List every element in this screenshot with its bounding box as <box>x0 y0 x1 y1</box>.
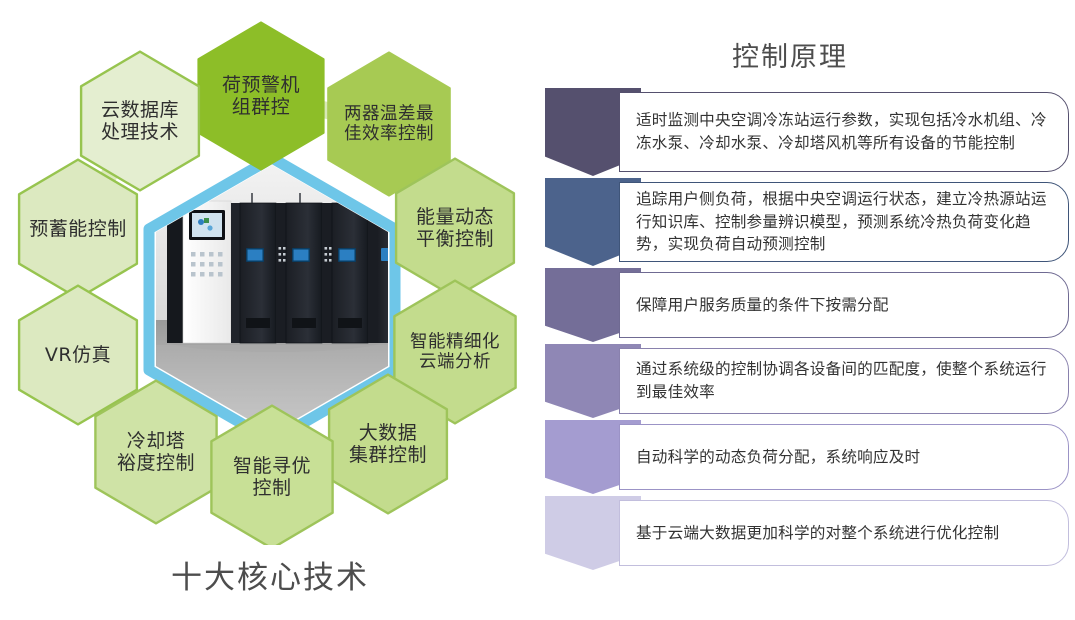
hexagon-diagram-svg <box>17 21 517 545</box>
hexagon-node[interactable] <box>327 51 451 197</box>
right-panel-title: 控制原理 <box>732 42 848 73</box>
core-technologies-panel: 荷预警机 组群控云数据库 处理技术两器温差最 佳效率控制预蓄能控制能量动态 平衡… <box>0 0 540 596</box>
hexagon-node[interactable] <box>394 157 516 299</box>
hexagon-nodes <box>17 21 517 545</box>
hexagon-node[interactable] <box>17 158 139 300</box>
control-principle-step[interactable]: 保障用户服务质量的条件下按需分配 <box>545 268 1075 342</box>
hexagon-diagram: 荷预警机 组群控云数据库 处理技术两器温差最 佳效率控制预蓄能控制能量动态 平衡… <box>0 0 540 545</box>
control-principle-step-box: 自动科学的动态负荷分配，系统响应及时 <box>619 424 1069 490</box>
chevron-arrow-icon <box>545 420 641 494</box>
chevron-arrow-icon <box>545 178 641 266</box>
control-principle-step-list: 适时监测中央空调冷冻站运行参数，实现包括冷水机组、冷冻水泵、冷却水泵、冷却塔风机… <box>545 88 1075 572</box>
control-principle-panel: 控制原理 适时监测中央空调冷冻站运行参数，实现包括冷水机组、冷冻水泵、冷却水泵、… <box>540 0 1075 620</box>
chevron-arrow-icon <box>545 268 641 342</box>
chevron-arrow-icon <box>545 496 641 570</box>
control-principle-step-box: 通过系统级的控制协调各设备间的匹配度，使整个系统运行到最佳效率 <box>619 348 1069 414</box>
control-principle-step-text: 适时监测中央空调冷冻站运行参数，实现包括冷水机组、冷冻水泵、冷却水泵、冷却塔风机… <box>636 111 1047 152</box>
control-principle-step-box: 基于云端大数据更加科学的对整个系统进行优化控制 <box>619 500 1069 566</box>
control-principle-step[interactable]: 基于云端大数据更加科学的对整个系统进行优化控制 <box>545 496 1075 570</box>
control-principle-step[interactable]: 通过系统级的控制协调各设备间的匹配度，使整个系统运行到最佳效率 <box>545 344 1075 418</box>
control-cabinet-photo <box>165 192 388 352</box>
chevron-arrow-icon <box>545 88 641 176</box>
control-principle-step[interactable]: 追踪用户侧负荷，根据中央空调运行状态，建立冷热源站运行知识库、控制参量辨识模型，… <box>545 178 1075 266</box>
left-panel-title: 十大核心技术 <box>171 560 369 596</box>
control-principle-step-box: 适时监测中央空调冷冻站运行参数，实现包括冷水机组、冷冻水泵、冷却水泵、冷却塔风机… <box>619 92 1069 172</box>
hexagon-node[interactable] <box>17 284 139 426</box>
hexagon-node[interactable] <box>210 404 334 545</box>
control-principle-step-text: 基于云端大数据更加科学的对整个系统进行优化控制 <box>636 523 1000 542</box>
control-principle-step-text: 通过系统级的控制协调各设备间的匹配度，使整个系统运行到最佳效率 <box>636 360 1047 401</box>
control-principle-step-text: 保障用户服务质量的条件下按需分配 <box>636 295 889 314</box>
control-principle-step[interactable]: 适时监测中央空调冷冻站运行参数，实现包括冷水机组、冷冻水泵、冷却水泵、冷却塔风机… <box>545 88 1075 176</box>
control-principle-step-box: 追踪用户侧负荷，根据中央空调运行状态，建立冷热源站运行知识库、控制参量辨识模型，… <box>619 182 1069 262</box>
control-principle-step-box: 保障用户服务质量的条件下按需分配 <box>619 272 1069 338</box>
control-principle-step[interactable]: 自动科学的动态负荷分配，系统响应及时 <box>545 420 1075 494</box>
control-principle-step-text: 自动科学的动态负荷分配，系统响应及时 <box>636 447 921 466</box>
chevron-arrow-icon <box>545 344 641 418</box>
hexagon-node[interactable] <box>197 21 325 171</box>
hexagon-node[interactable] <box>79 50 201 192</box>
control-principle-step-text: 追踪用户侧负荷，根据中央空调运行状态，建立冷热源站运行知识库、控制参量辨识模型，… <box>636 190 1047 254</box>
